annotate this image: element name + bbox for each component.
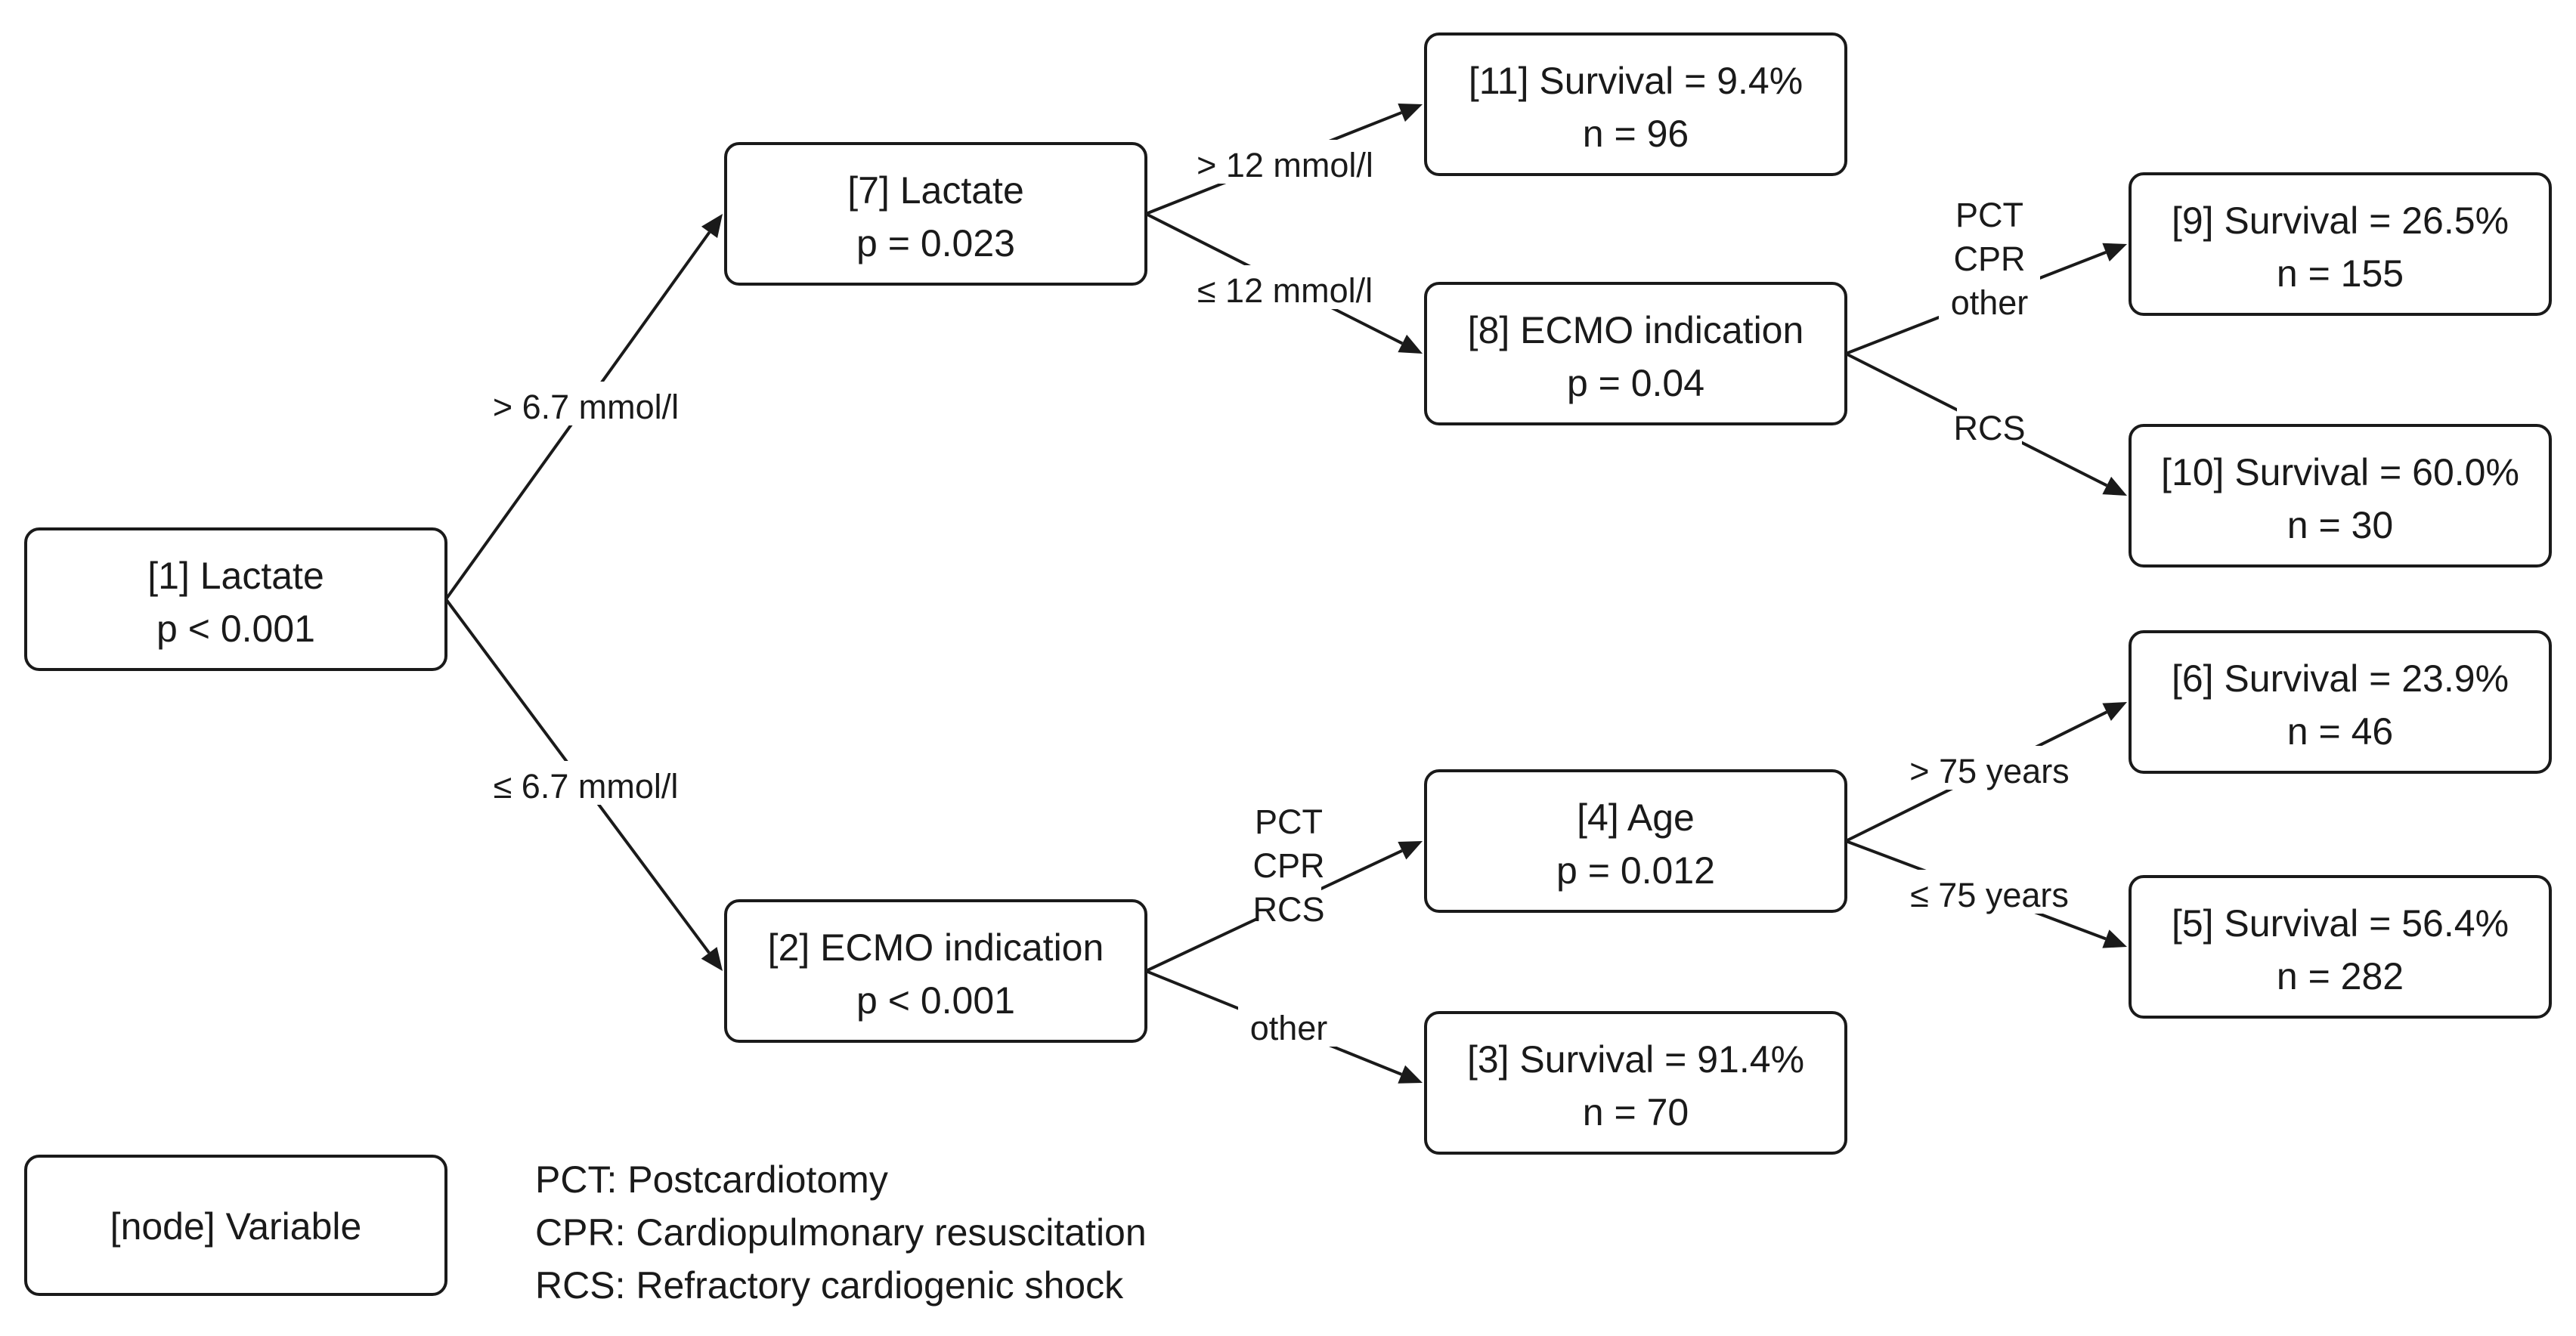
edge-8-9: PCT CPR other (1845, 190, 2127, 355)
edge-1-2-arrowhead (701, 947, 723, 971)
node-11-box (1424, 32, 1847, 176)
edge-4-6-label-bg (1893, 746, 2085, 790)
edge-7-8: ≤ 12 mmol/l (1145, 212, 1423, 354)
edge-1-7-label-bg (472, 382, 700, 425)
edge-4-6-arrowhead (2102, 702, 2127, 721)
edge-2-4-label: RCS (1252, 890, 1324, 929)
legend: [node] Variable PCT: Postcardiotomy CPR:… (24, 1155, 1147, 1307)
edge-4-5-arrowhead (2102, 929, 2127, 948)
node-11-stat: n = 96 (1583, 113, 1689, 155)
edge-7-8-label-bg (1180, 265, 1390, 309)
node-7-stat: p = 0.023 (856, 222, 1015, 264)
legend-abbrev-rcs: RCS: Refractory cardiogenic shock (535, 1264, 1124, 1307)
node-7-box (724, 142, 1147, 286)
node-10-stat: n = 30 (2287, 504, 2393, 546)
legend-abbrev-pct: PCT: Postcardiotomy (535, 1158, 888, 1201)
node-8-stat: p = 0.04 (1567, 362, 1704, 404)
edge-8-10: RCS (1845, 352, 2127, 496)
node-1: [1] Lactate p < 0.001 (24, 527, 447, 671)
edge-1-2-label: ≤ 6.7 mmol/l (494, 767, 679, 806)
node-10-box (2129, 424, 2552, 567)
node-6: [6] Survival = 23.9% n = 46 (2129, 630, 2552, 774)
edge-2-4: PCT CPR RCS (1145, 796, 1423, 973)
node-3-title: [3] Survival = 91.4% (1467, 1038, 1804, 1081)
edge-1-2-label-bg (472, 761, 700, 805)
edge-4-5-label-bg (1893, 870, 2085, 914)
legend-abbrev-cpr: CPR: Cardiopulmonary resuscitation (535, 1211, 1147, 1254)
node-9-title: [9] Survival = 26.5% (2172, 199, 2509, 242)
node-3-stat: n = 70 (1583, 1091, 1689, 1133)
node-2-stat: p < 0.001 (856, 979, 1015, 1022)
node-11-title: [11] Survival = 9.4% (1469, 60, 1803, 102)
node-6-title: [6] Survival = 23.9% (2172, 657, 2509, 700)
edge-4-5: ≤ 75 years (1845, 840, 2127, 948)
edge-1-7-arrowhead (701, 214, 723, 238)
node-7-title: [7] Lactate (847, 169, 1024, 212)
node-10-title: [10] Survival = 60.0% (2161, 451, 2519, 493)
node-3: [3] Survival = 91.4% n = 70 (1424, 1011, 1847, 1155)
node-5-box (2129, 875, 2552, 1019)
node-10: [10] Survival = 60.0% n = 30 (2129, 424, 2552, 567)
edge-8-10-label: RCS (1953, 409, 2025, 447)
edge-7-11-arrowhead (1398, 103, 1423, 122)
legend-key-label: [node] Variable (110, 1205, 362, 1248)
node-5-title: [5] Survival = 56.4% (2172, 902, 2509, 945)
edge-7-11: > 12 mmol/l (1145, 103, 1423, 215)
node-5-stat: n = 282 (2277, 955, 2404, 997)
edge-1-2: ≤ 6.7 mmol/l (444, 598, 723, 971)
node-1-title: [1] Lactate (147, 555, 324, 597)
edge-2-4-arrowhead (1398, 841, 1423, 860)
nodes-layer: [1] Lactate p < 0.001 [7] Lactate p = 0.023… (24, 32, 2552, 1155)
node-2-title: [2] ECMO indication (768, 926, 1104, 969)
node-8-title: [8] ECMO indication (1468, 309, 1804, 351)
edge-7-8-label: ≤ 12 mmol/l (1197, 271, 1373, 310)
legend-key-box: [node] Variable (24, 1155, 447, 1296)
node-9-stat: n = 155 (2277, 252, 2404, 295)
edge-4-5-label: ≤ 75 years (1910, 876, 2069, 914)
node-4-title: [4] Age (1577, 796, 1695, 839)
node-9-box (2129, 172, 2552, 316)
node-6-stat: n = 46 (2287, 710, 2393, 753)
node-1-stat: p < 0.001 (156, 608, 315, 650)
edge-8-9-label-bg (1939, 190, 2040, 321)
node-2-box (724, 899, 1147, 1043)
edge-2-4-label: CPR (1252, 846, 1324, 885)
node-5: [5] Survival = 56.4% n = 282 (2129, 875, 2552, 1019)
edge-1-7-label: > 6.7 mmol/l (493, 388, 679, 426)
node-4-box (1424, 769, 1847, 913)
edge-4-6: > 75 years (1845, 702, 2127, 843)
edge-8-10-label-bg (1957, 403, 2022, 447)
edge-8-9-label: other (1951, 283, 2029, 322)
edge-7-11-label: > 12 mmol/l (1197, 146, 1373, 184)
edge-8-10-arrowhead (2102, 476, 2127, 496)
edge-2-4-label-bg (1256, 796, 1321, 928)
edge-7-8-arrowhead (1398, 334, 1423, 354)
edge-8-9-label: CPR (1953, 240, 2025, 278)
node-6-box (2129, 630, 2552, 774)
edge-8-9-label: PCT (1955, 196, 2023, 234)
node-11: [11] Survival = 9.4% n = 96 (1424, 32, 1847, 176)
node-8: [8] ECMO indication p = 0.04 (1424, 282, 1847, 425)
node-3-box (1424, 1011, 1847, 1155)
edge-1-7: > 6.7 mmol/l (444, 214, 723, 601)
node-8-box (1424, 282, 1847, 425)
edge-8-9-arrowhead (2102, 243, 2127, 262)
node-9: [9] Survival = 26.5% n = 155 (2129, 172, 2552, 316)
node-2: [2] ECMO indication p < 0.001 (724, 899, 1147, 1043)
edge-7-11-label-bg (1180, 140, 1390, 184)
edge-2-4-label: PCT (1255, 803, 1323, 841)
edge-2-3-label-bg (1238, 1003, 1339, 1047)
edge-2-3-arrowhead (1398, 1065, 1423, 1084)
edge-2-3-label: other (1250, 1009, 1328, 1047)
edges-layer: > 6.7 mmol/l ≤ 6.7 mmol/l > 12 mmol/l ≤ 12 … (444, 103, 2127, 1084)
edge-4-6-label: > 75 years (1909, 752, 2069, 790)
node-1-box (24, 527, 447, 671)
node-4-stat: p = 0.012 (1556, 849, 1715, 892)
node-7: [7] Lactate p = 0.023 (724, 142, 1147, 286)
edge-2-3: other (1145, 970, 1423, 1084)
node-4: [4] Age p = 0.012 (1424, 769, 1847, 913)
